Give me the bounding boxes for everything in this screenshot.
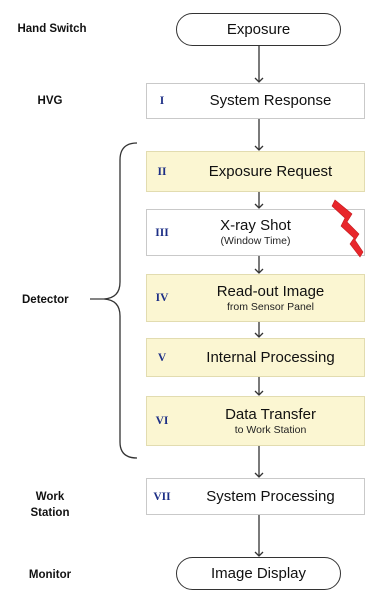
exposure-start-node: Exposure xyxy=(176,13,341,46)
step-title: System Response xyxy=(209,92,332,109)
step-numeral: I xyxy=(159,95,165,107)
detector-brace xyxy=(103,142,138,459)
step-exposure-request: II Exposure Request xyxy=(146,151,365,192)
step-subtitle: from Sensor Panel xyxy=(227,300,314,313)
step-subtitle: (Window Time) xyxy=(220,235,291,247)
step-numeral: VI xyxy=(155,415,169,427)
step-internal-processing: V Internal Processing xyxy=(146,338,365,377)
step-title: System Processing xyxy=(206,487,335,505)
step-title: Data Transfer xyxy=(225,405,316,423)
step-xray-shot: III X-ray Shot (Window Time) xyxy=(146,209,365,256)
step-title: Read-out Image xyxy=(216,282,325,300)
step-system-processing: VII System Processing xyxy=(146,478,365,515)
step-title: Exposure Request xyxy=(208,162,333,180)
step-numeral: V xyxy=(157,351,167,364)
label-monitor: Monitor xyxy=(28,569,72,581)
label-hand-switch: Hand Switch xyxy=(17,23,87,35)
step-numeral: III xyxy=(155,226,169,239)
step-system-response: I System Response xyxy=(146,83,365,119)
lightning-bolt-icon xyxy=(331,199,364,258)
step-numeral: VII xyxy=(153,490,171,503)
step-title: Internal Processing xyxy=(206,348,335,366)
label-station-line: Station xyxy=(30,507,70,519)
image-display-end-node: Image Display xyxy=(176,557,341,590)
step-read-out-image: IV Read-out Image from Sensor Panel xyxy=(146,274,365,322)
label-hvg: HVG xyxy=(37,95,63,107)
step-title: X-ray Shot xyxy=(220,217,291,234)
step-numeral: IV xyxy=(155,292,169,304)
step-numeral: II xyxy=(157,165,167,178)
label-detector: Detector xyxy=(22,294,69,306)
step-data-transfer: VI Data Transfer to Work Station xyxy=(146,396,365,446)
label-work-line: Work xyxy=(35,491,65,503)
label-work-station: Work Station xyxy=(10,489,90,521)
step-subtitle: to Work Station xyxy=(234,423,307,436)
